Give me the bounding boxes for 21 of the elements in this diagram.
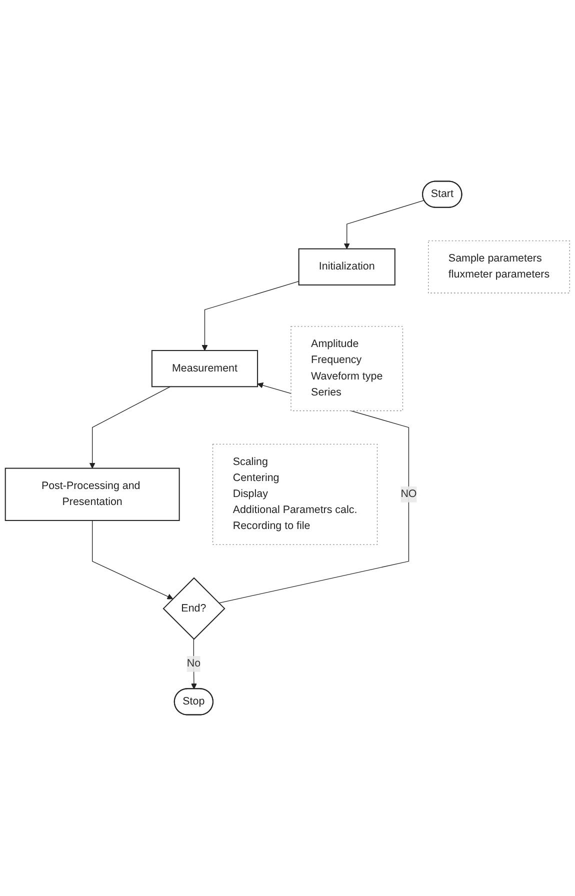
node-box: Post-Processing and Presentation: [4, 468, 180, 521]
node-label: Additional Parametrs calc.: [232, 504, 358, 516]
node-label: Recording to file: [232, 520, 310, 532]
node-label: Series: [311, 386, 342, 398]
node-label: fluxmeter parameters: [448, 268, 550, 280]
node-label: Centering: [232, 472, 280, 484]
node-box: Measurement: [151, 350, 258, 388]
node-label: Frequency: [311, 354, 362, 366]
node-label: Waveform type: [311, 370, 383, 382]
edge-label: No: [186, 658, 201, 670]
arrow: [202, 281, 300, 351]
edge-label: NO: [400, 488, 417, 500]
arrow: [344, 200, 425, 250]
node-label: Amplitude: [311, 338, 359, 350]
node-box: Initialization: [298, 248, 396, 286]
node-label: Scaling: [232, 456, 268, 468]
arrow: [89, 386, 171, 469]
arrow: [92, 520, 174, 600]
node-label: Sample parameters: [448, 252, 542, 264]
node-label: Display: [232, 488, 268, 500]
node-diamond: End?: [162, 577, 226, 640]
